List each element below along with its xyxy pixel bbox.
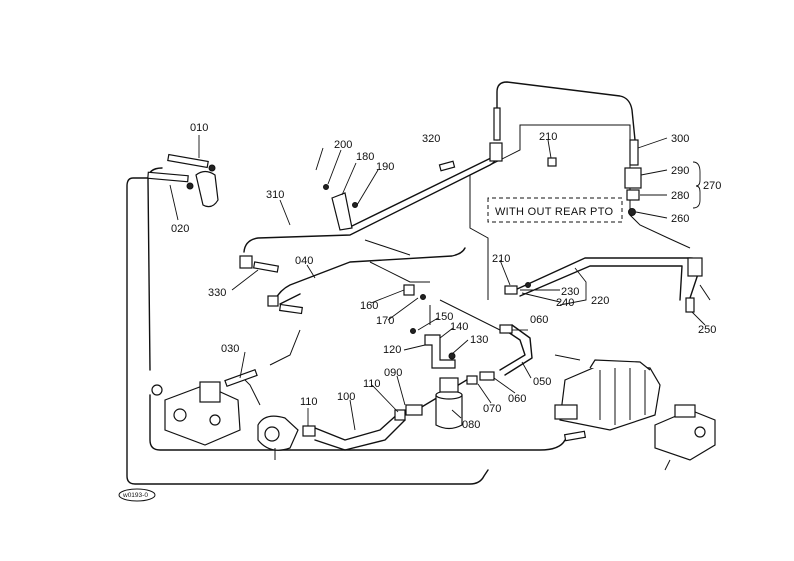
fuel-filter (435, 377, 463, 430)
fitting-250 (685, 257, 703, 313)
label-030: 030 (221, 343, 239, 355)
clip-160 (403, 284, 426, 300)
injection-pump (151, 368, 258, 446)
label-190: 190 (376, 161, 394, 173)
fitting-210 (504, 157, 557, 295)
label-050: 050 (533, 376, 551, 388)
label-240: 240 (556, 297, 574, 309)
valve-assembly (624, 139, 642, 216)
pipe-220 (514, 257, 701, 301)
label-230: 230 (561, 286, 579, 298)
nozzle-assembly (147, 153, 219, 208)
figure-code: w0193-0 (122, 492, 148, 499)
label-090: 090 (384, 367, 402, 379)
label-330: 330 (208, 287, 226, 299)
label-280: 280 (671, 190, 689, 202)
label-060-lower: 060 (508, 393, 526, 405)
label-200: 200 (334, 139, 352, 151)
hydraulic-pump (654, 404, 716, 471)
label-010: 010 (190, 122, 208, 134)
return-line (126, 167, 566, 485)
label-060-upper: 060 (530, 314, 548, 326)
label-110-left: 110 (300, 396, 318, 408)
part-labels: 010 020 030 040 050 060 060 070 080 090 … (171, 122, 721, 431)
label-120: 120 (383, 344, 401, 356)
hose-050 (499, 324, 533, 376)
label-140: 140 (450, 321, 468, 333)
figure-code-badge (118, 488, 156, 502)
fitting-top (438, 107, 503, 172)
label-260: 260 (671, 213, 689, 225)
fitting-330 (239, 255, 303, 315)
label-320: 320 (422, 133, 440, 145)
outline-lines (239, 124, 711, 411)
label-100: 100 (337, 391, 355, 403)
label-150: 150 (435, 311, 453, 323)
label-210-lower: 210 (492, 253, 510, 265)
label-220: 220 (591, 295, 609, 307)
label-270: 270 (703, 180, 721, 192)
engine-block (554, 359, 661, 442)
leader-lines (169, 135, 706, 431)
label-040: 040 (295, 255, 313, 267)
label-300: 300 (671, 133, 689, 145)
feed-pump (257, 415, 299, 460)
label-290: 290 (671, 165, 689, 177)
bracket-180 (323, 184, 358, 231)
label-210-upper: 210 (539, 131, 557, 143)
label-110-right: 110 (363, 378, 381, 390)
label-130: 130 (470, 334, 488, 346)
bracket-120 (410, 328, 456, 369)
label-020: 020 (171, 223, 189, 235)
label-310: 310 (266, 189, 284, 201)
pipe-040 (274, 247, 466, 305)
label-250: 250 (698, 324, 716, 336)
note-without-rear-pto: WITH OUT REAR PTO (495, 206, 614, 218)
label-160: 160 (360, 300, 378, 312)
label-180: 180 (356, 151, 374, 163)
label-080: 080 (462, 419, 480, 431)
fittings-mid (302, 324, 513, 437)
label-070: 070 (483, 403, 501, 415)
label-170: 170 (376, 315, 394, 327)
